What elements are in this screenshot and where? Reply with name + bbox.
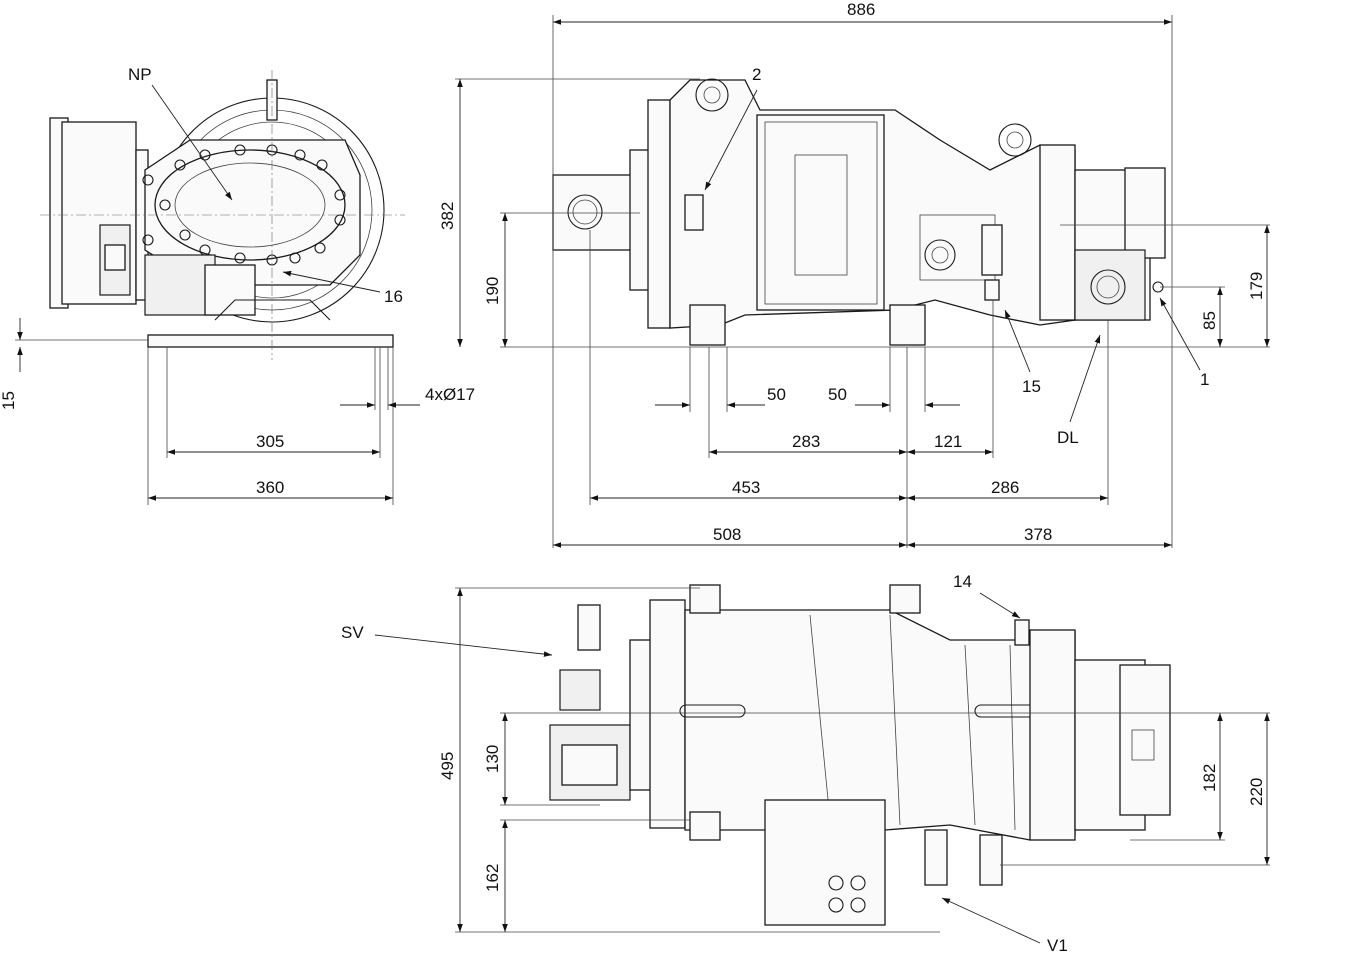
dim-495: 495 — [438, 752, 457, 780]
label-np: NP — [128, 65, 152, 84]
leader-lines — [151, 84, 1201, 944]
end-view — [15, 70, 405, 360]
dim-286: 286 — [991, 478, 1019, 497]
dim-50-left: 50 — [767, 385, 786, 404]
dim-283: 283 — [792, 432, 820, 451]
dim-179: 179 — [1247, 272, 1266, 300]
dimension-lines — [17, 15, 1270, 932]
label-sv: SV — [341, 623, 364, 642]
dim-360: 360 — [256, 478, 284, 497]
dim-190: 190 — [483, 277, 502, 305]
dim-121: 121 — [934, 432, 962, 451]
part-labels: NP 16 2 15 DL 1 14 SV V1 — [128, 65, 1209, 955]
dim-886: 886 — [847, 0, 875, 19]
label-2: 2 — [752, 65, 761, 84]
label-16: 16 — [384, 287, 403, 306]
dim-85: 85 — [1200, 311, 1219, 330]
top-view — [455, 584, 1270, 933]
dim-15: 15 — [0, 391, 18, 410]
label-v1: V1 — [1047, 936, 1068, 955]
dim-4x17: 4xØ17 — [425, 385, 475, 404]
dim-453: 453 — [732, 478, 760, 497]
dim-182: 182 — [1200, 764, 1219, 792]
dimension-values: 886 382 190 179 85 15 305 360 4xØ17 50 5… — [0, 0, 1266, 892]
dim-220: 220 — [1247, 778, 1266, 806]
side-view — [455, 78, 1270, 348]
dim-50-right: 50 — [828, 385, 847, 404]
dim-508: 508 — [713, 525, 741, 544]
label-dl: DL — [1057, 428, 1079, 447]
label-15: 15 — [1022, 377, 1041, 396]
dim-378: 378 — [1024, 525, 1052, 544]
dim-305: 305 — [256, 432, 284, 451]
dim-382: 382 — [438, 202, 457, 230]
dim-162: 162 — [483, 864, 502, 892]
label-14: 14 — [953, 572, 972, 591]
dim-130: 130 — [483, 745, 502, 773]
label-1: 1 — [1200, 370, 1209, 389]
